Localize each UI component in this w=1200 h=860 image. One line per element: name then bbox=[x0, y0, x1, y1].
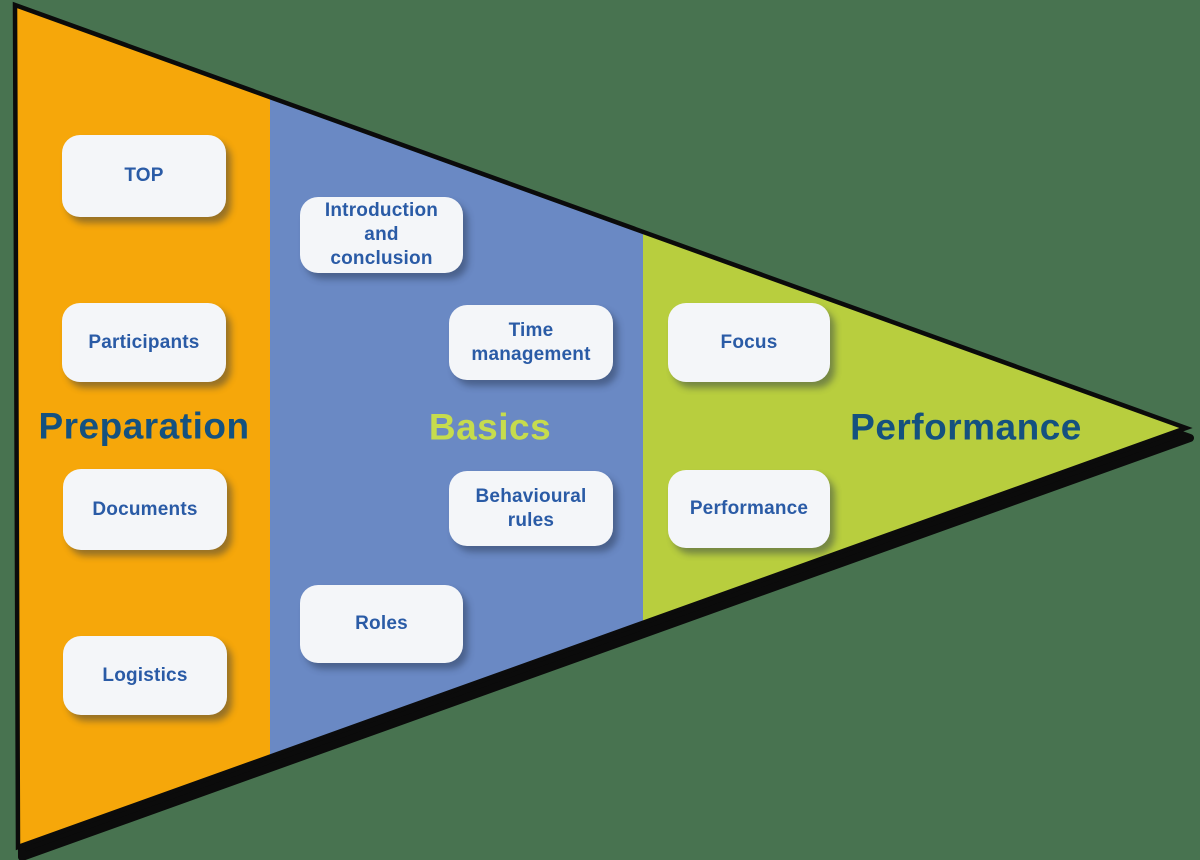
pennant-outline bbox=[12, 1, 1193, 851]
card-performance: Performance bbox=[668, 470, 830, 548]
card-logistics: Logistics bbox=[63, 636, 227, 715]
card-top: TOP bbox=[62, 135, 226, 217]
card-label: Introduction and conclusion bbox=[324, 200, 439, 269]
card-focus: Focus bbox=[668, 303, 830, 382]
card-label: Documents bbox=[92, 498, 198, 520]
section-label-preparation: Preparation bbox=[38, 405, 250, 447]
card-label: Performance bbox=[689, 498, 809, 520]
card-documents: Documents bbox=[63, 469, 227, 550]
card-time-management: Time management bbox=[449, 305, 613, 380]
card-introduction-and-conclusion: Introduction and conclusion bbox=[300, 197, 463, 273]
card-label: Participants bbox=[88, 331, 200, 353]
card-label: Focus bbox=[720, 331, 778, 353]
card-label: Time management bbox=[471, 319, 591, 365]
section-label-basics: Basics bbox=[428, 406, 552, 448]
card-label: Behavioural rules bbox=[475, 485, 587, 531]
card-label: TOP bbox=[124, 165, 164, 187]
card-behavioural-rules: Behavioural rules bbox=[449, 471, 613, 546]
card-label: Logistics bbox=[102, 664, 188, 686]
section-label-performance: Performance bbox=[850, 406, 1082, 448]
card-label: Roles bbox=[355, 613, 408, 635]
card-roles: Roles bbox=[300, 585, 463, 663]
card-participants: Participants bbox=[62, 303, 226, 382]
